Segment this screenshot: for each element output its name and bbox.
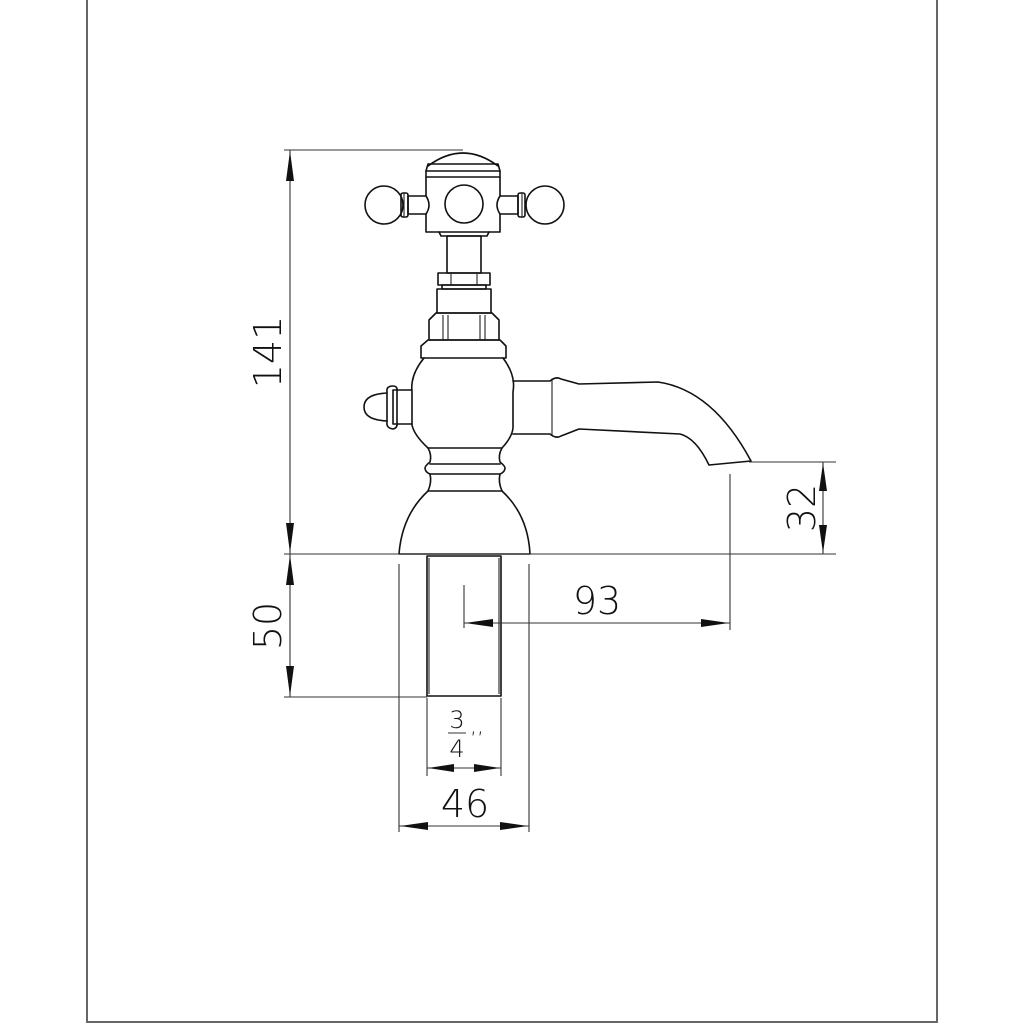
thread-numerator: 3 — [449, 706, 464, 734]
dimension-spout-height: 32 — [780, 462, 827, 554]
handle-right-arm — [499, 195, 519, 215]
dimension-label-50: 50 — [246, 602, 290, 650]
indicator-button-left — [392, 389, 413, 425]
dimension-overall-height: 141 — [246, 150, 294, 554]
small-nut — [437, 272, 491, 286]
dimension-base-diameter: 46 — [399, 782, 529, 830]
flange-ring — [420, 339, 507, 359]
dimension-tail-length: 50 — [246, 554, 294, 697]
handle-dome-cap — [427, 152, 499, 167]
dimension-label-32: 32 — [780, 484, 824, 532]
dimension-label-46: 46 — [441, 782, 489, 826]
dimension-spout-reach: 93 — [464, 579, 730, 627]
tap-body — [363, 152, 752, 697]
handle-left-arm — [407, 195, 427, 215]
hex-nut — [428, 312, 500, 341]
threaded-tail — [426, 555, 502, 697]
main-body — [410, 357, 515, 449]
handle-block — [425, 170, 501, 233]
dimension-thread-size: 3 4 ,, — [427, 706, 501, 772]
bonnet-collar — [436, 288, 492, 314]
handle-top-band — [425, 163, 501, 172]
thread-inch-mark: ,, — [470, 714, 484, 739]
handle-center-boss — [444, 184, 484, 224]
handle-left-ball — [364, 185, 404, 225]
handle-right-ball — [525, 185, 565, 225]
spout — [512, 377, 752, 466]
thread-denominator: 4 — [449, 735, 464, 763]
dimension-label-141: 141 — [246, 316, 290, 389]
base-shroud — [398, 490, 531, 555]
dimension-label-93: 93 — [573, 579, 621, 623]
spindle — [446, 235, 482, 274]
